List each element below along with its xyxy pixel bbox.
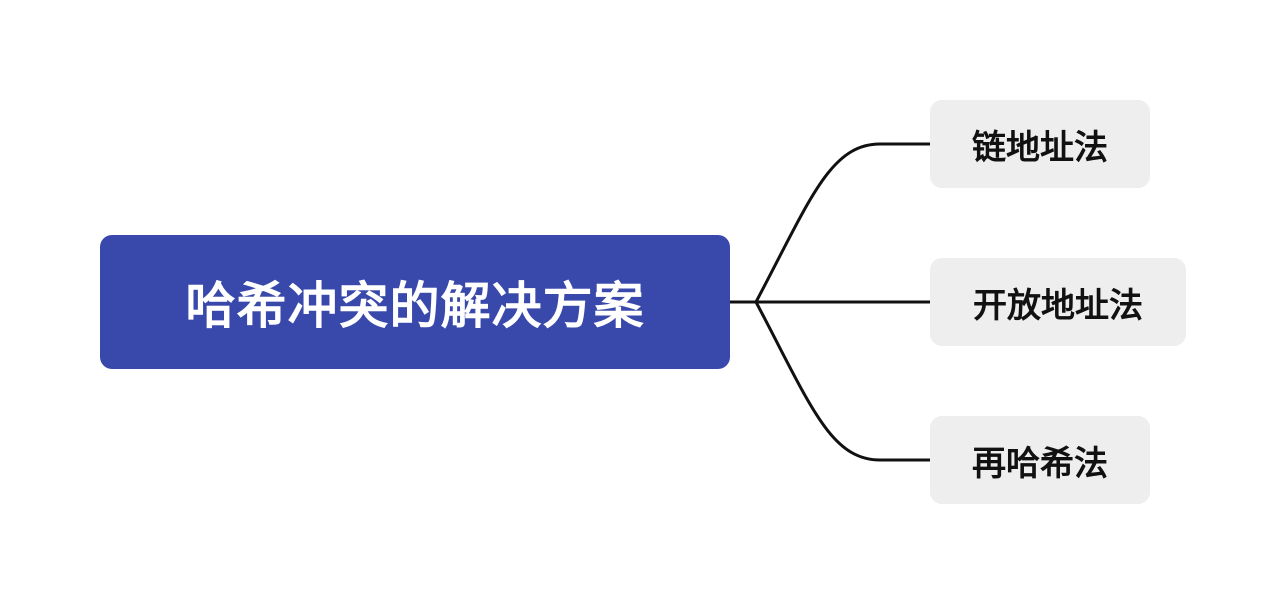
root-topic-node[interactable]: 哈希冲突的解决方案 <box>100 235 730 369</box>
subtopic-label: 开放地址法 <box>973 285 1143 326</box>
connector-child-0 <box>754 142 932 304</box>
subtopic-node-open-addressing[interactable]: 开放地址法 <box>930 258 1186 346</box>
subtopic-label: 再哈希法 <box>972 443 1108 484</box>
root-topic-label: 哈希冲突的解决方案 <box>185 277 645 335</box>
subtopic-node-rehashing[interactable]: 再哈希法 <box>930 416 1150 504</box>
subtopic-node-chaining[interactable]: 链地址法 <box>930 100 1150 188</box>
connector-child-2 <box>754 300 932 462</box>
subtopic-label: 链地址法 <box>972 127 1108 168</box>
